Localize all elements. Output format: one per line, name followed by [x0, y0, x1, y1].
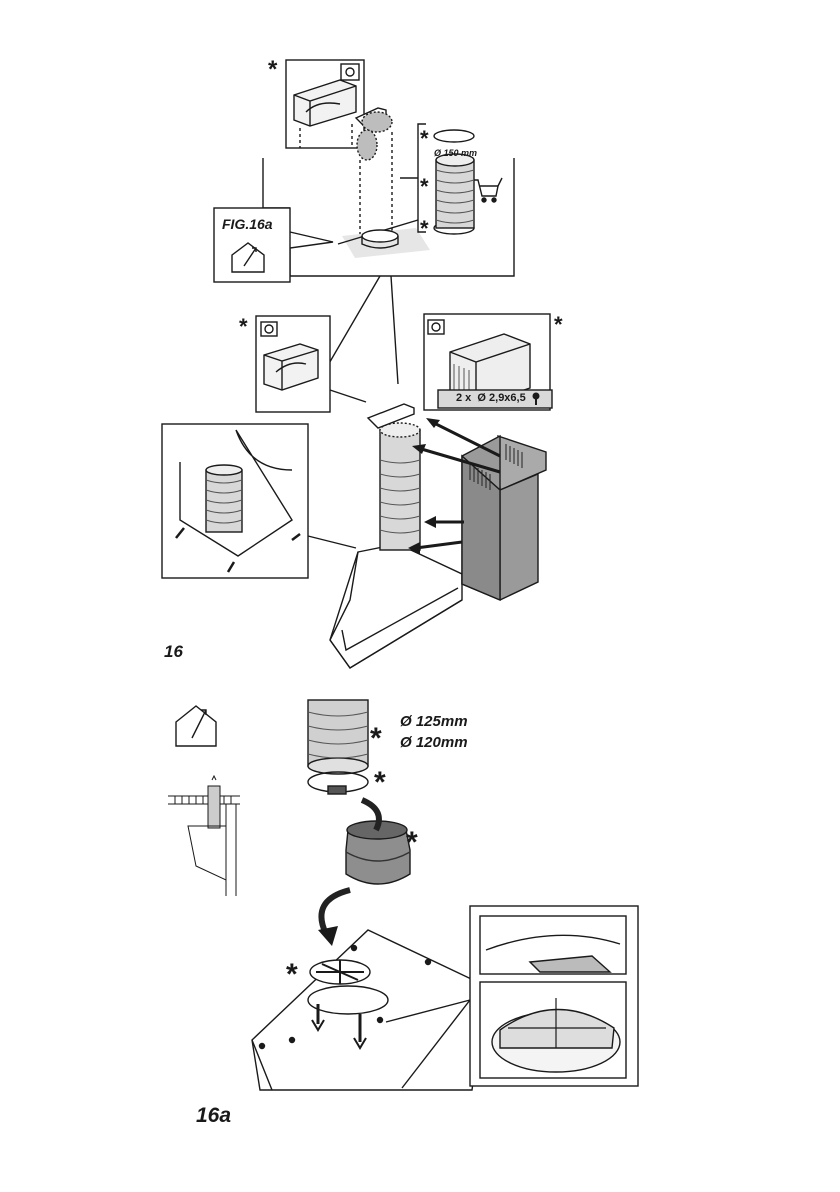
- wall-mount-sketch: [168, 776, 240, 896]
- optional-marker-6: *: [554, 314, 563, 336]
- house-outlet-icon-16a: [176, 706, 216, 746]
- optional-marker-4: *: [420, 218, 429, 240]
- flexible-duct: [436, 154, 474, 228]
- optional-marker-5: *: [239, 316, 248, 338]
- cooker-hood-body: [330, 544, 462, 668]
- figure-number-16: 16: [164, 642, 183, 662]
- callout-figure-label: FIG.16a: [222, 216, 273, 232]
- figure-number-16a: 16a: [196, 1104, 231, 1128]
- shopping-cart-icon: [474, 178, 502, 202]
- chimney-cover: [462, 436, 546, 600]
- diameter-120-label: Ø 120mm: [400, 734, 468, 751]
- recirculation-icon-2: [428, 320, 444, 334]
- optional-marker-8: *: [374, 768, 386, 798]
- optional-marker-9: *: [406, 828, 418, 858]
- duct-16a: [308, 700, 368, 774]
- recirculation-icon: [261, 322, 277, 336]
- screw-spec-label: 2 x Ø 2,9x6,5: [456, 392, 526, 404]
- optional-marker-1: *: [268, 58, 277, 82]
- optional-marker-3: *: [420, 176, 429, 198]
- optional-marker-10: *: [286, 960, 298, 990]
- optional-marker-7: *: [370, 724, 382, 754]
- diameter-125-label: Ø 125mm: [400, 713, 468, 730]
- optional-marker-2: *: [420, 128, 429, 150]
- house-settings-icon: [341, 64, 359, 80]
- central-duct: [380, 423, 420, 550]
- duct-diameter-label: Ø 150 mm: [434, 148, 477, 158]
- hood-top-16a: [252, 930, 486, 1090]
